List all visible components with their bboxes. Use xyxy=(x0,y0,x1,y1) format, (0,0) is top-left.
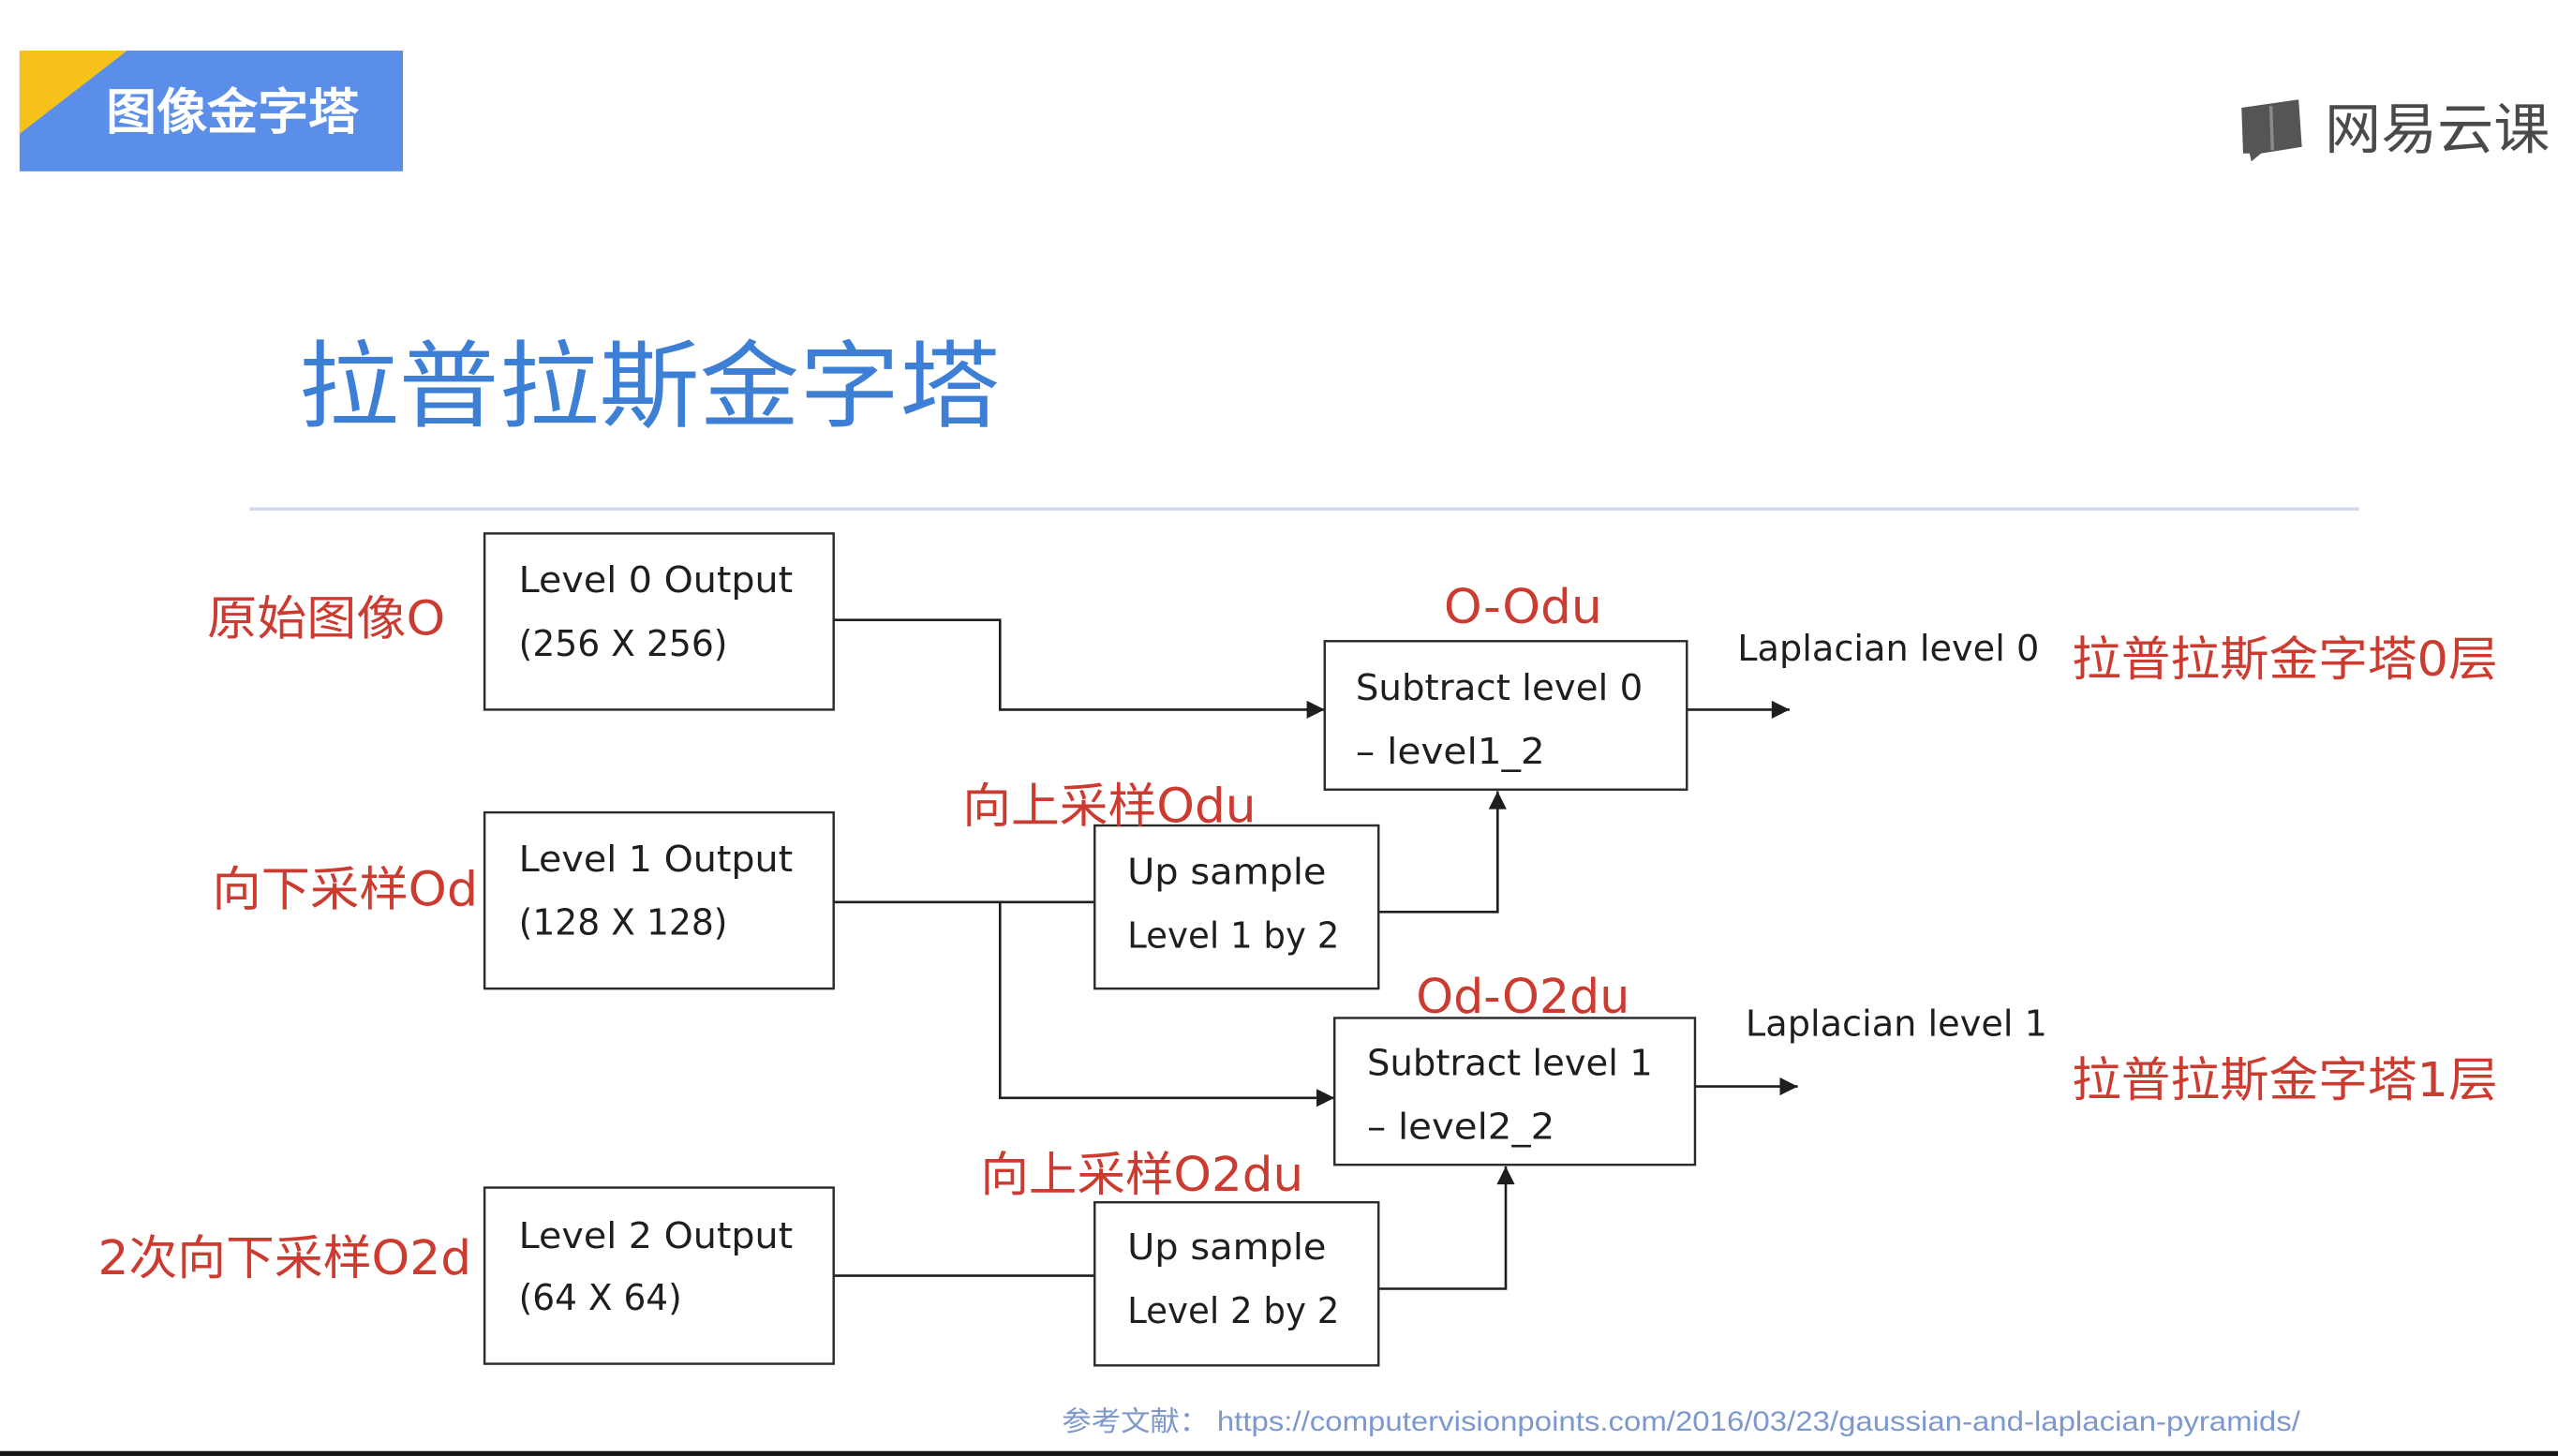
annotation-difference-1: Od-O2du xyxy=(1416,969,1629,1024)
netease-logo-icon-fold xyxy=(2268,106,2275,151)
brand-logo: 网易云课 xyxy=(2241,97,2550,161)
arrow-upsample1-to-subtract0 xyxy=(1378,791,1507,914)
upsample2-box-detail: Level 2 by 2 xyxy=(1127,1290,1339,1332)
upsample1-box-title: Up sample xyxy=(1127,852,1326,894)
page-title: 拉普拉斯金字塔 xyxy=(299,332,1001,442)
upsample1-box-frame xyxy=(1093,824,1380,990)
level0-box-frame xyxy=(483,532,835,711)
subtract1-box-frame xyxy=(1332,1017,1697,1166)
annotation-original-image: 原始图像O xyxy=(207,590,445,646)
upsample2-box-title: Up sample xyxy=(1127,1226,1326,1269)
laplacian-level0-label: Laplacian level 0 xyxy=(1737,628,2039,670)
reference-note: 参考文献： https://computervisionpoints.com/2… xyxy=(1062,1406,2300,1437)
badge-corner-triangle xyxy=(19,51,127,134)
diagram-connectors xyxy=(833,618,1798,1290)
subtract0-box-frame xyxy=(1323,640,1688,791)
subtract1-box-title: Subtract level 1 xyxy=(1367,1042,1653,1084)
bottom-edge-bar xyxy=(0,1450,2558,1456)
upsample1-box: Up sample Level 1 by 2 xyxy=(1093,824,1380,990)
arrow-level0-to-subtract0 xyxy=(833,618,1325,719)
annotation-pyramid-layer1: 拉普拉斯金字塔1层 xyxy=(2072,1052,2497,1107)
reference-url: https://computervisionpoints.com/2016/03… xyxy=(1217,1406,2301,1437)
upsample2-box: Up sample Level 2 by 2 xyxy=(1093,1200,1380,1367)
arrow-upsample2-to-subtract1 xyxy=(1378,1166,1515,1290)
annotation-upsample-2: 向上采样O2du xyxy=(980,1147,1303,1202)
annotation-upsample-1: 向上采样Odu xyxy=(962,779,1256,834)
subtract0-box-detail: – level1_2 xyxy=(1356,731,1545,773)
arrow-level1-to-subtract1 xyxy=(998,901,1335,1107)
level2-box-size: (64 X 64) xyxy=(519,1277,682,1319)
level2-box-frame xyxy=(483,1186,835,1365)
level1-box-frame xyxy=(483,810,835,990)
subtract1-box-detail: – level2_2 xyxy=(1367,1106,1554,1148)
annotations: 原始图像O 向下采样Od 2次向下采样O2d O-Odu 向上采样Odu Od-… xyxy=(97,579,2497,1285)
level1-output-box: Level 1 Output (128 X 128) xyxy=(483,810,835,990)
section-badge-label: 图像金字塔 xyxy=(106,85,360,141)
brand-name: 网易云课 xyxy=(2325,97,2550,161)
reference-label: 参考文献： xyxy=(1062,1406,1209,1437)
upsample1-box-detail: Level 1 by 2 xyxy=(1127,915,1339,958)
subtract0-box-title: Subtract level 0 xyxy=(1356,667,1643,709)
annotation-pyramid-layer0: 拉普拉斯金字塔0层 xyxy=(2072,631,2497,687)
annotation-difference-0: O-Odu xyxy=(1444,579,1602,634)
subtract1-box: Subtract level 1 – level2_2 xyxy=(1332,1017,1697,1166)
level0-output-box: Level 0 Output (256 X 256) xyxy=(483,532,835,711)
subtract0-box: Subtract level 0 – level1_2 xyxy=(1323,640,1688,791)
level1-box-size: (128 X 128) xyxy=(519,902,728,944)
level0-box-size: (256 X 256) xyxy=(519,623,728,665)
section-badge: 图像金字塔 xyxy=(19,51,404,171)
level2-output-box: Level 2 Output (64 X 64) xyxy=(483,1186,835,1365)
laplacian-level1-label: Laplacian level 1 xyxy=(1746,1003,2047,1046)
annotation-downsample-2: 2次向下采样O2d xyxy=(97,1230,471,1285)
level1-box-title: Level 1 Output xyxy=(519,839,793,881)
annotation-downsample-1: 向下采样Od xyxy=(212,861,478,916)
level2-box-title: Level 2 Output xyxy=(519,1215,793,1257)
level0-box-title: Level 0 Output xyxy=(519,559,793,602)
upsample2-box-frame xyxy=(1093,1200,1380,1367)
